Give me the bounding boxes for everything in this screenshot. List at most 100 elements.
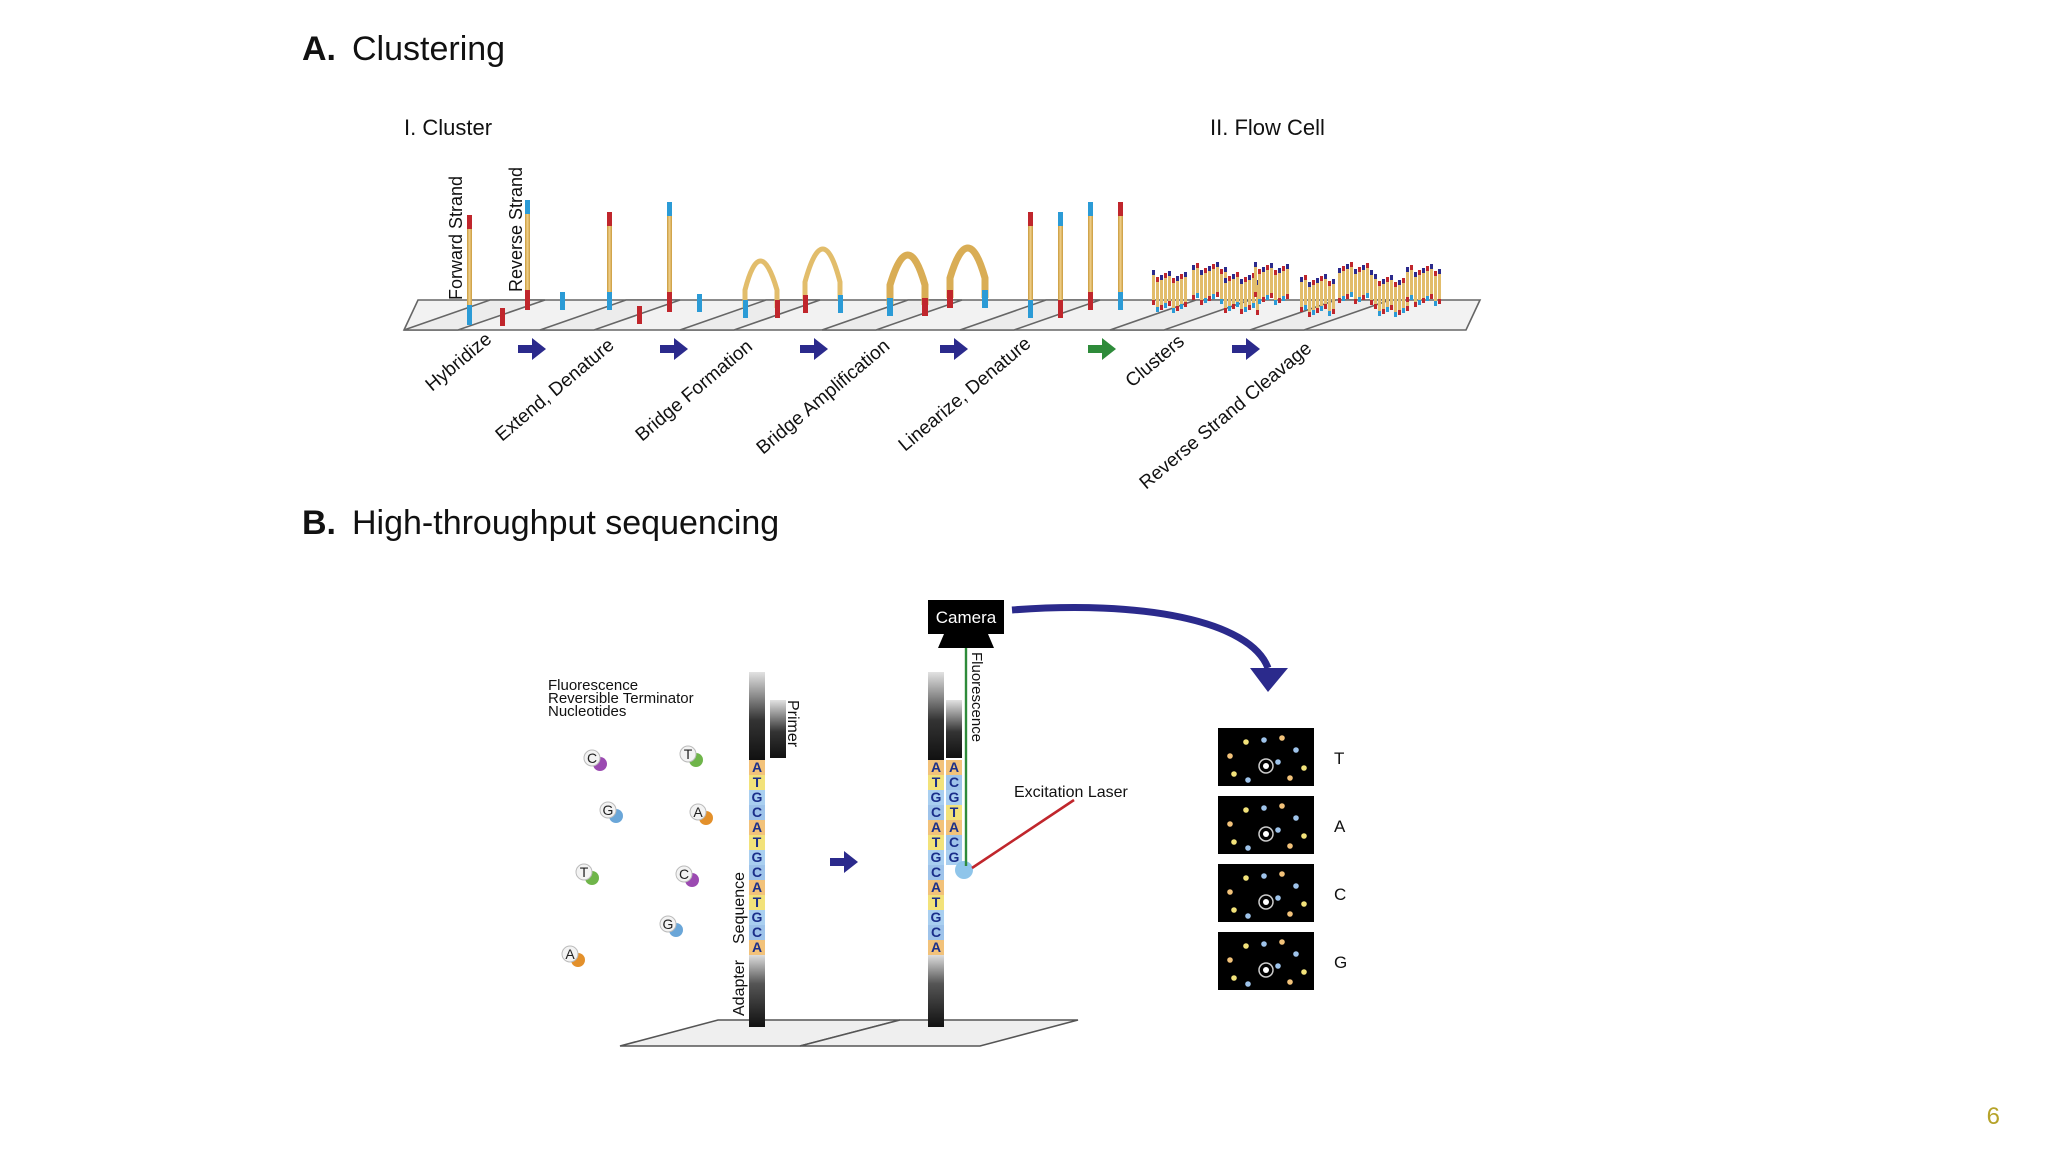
base-cell xyxy=(928,760,944,775)
base-cell xyxy=(928,775,944,790)
cluster-bundles xyxy=(1152,262,1441,317)
base-letter: G xyxy=(752,849,763,865)
nucleotide-letter: A xyxy=(565,946,575,962)
flow-cell-subheading: II. Flow Cell xyxy=(1210,115,1325,140)
fluorescence-image: T xyxy=(1218,728,1344,786)
base-cell xyxy=(928,820,944,835)
nucleotide: T xyxy=(575,863,599,885)
nucleotide-letter: A xyxy=(693,804,703,820)
nucleotides-label: Fluorescence Reversible Terminator Nucle… xyxy=(548,677,694,720)
base-cell xyxy=(749,760,765,775)
cluster-bundle xyxy=(1152,270,1187,313)
step-label: Bridge Amplification xyxy=(753,335,894,458)
cluster-bundle xyxy=(1192,262,1227,305)
base-letter: T xyxy=(932,774,941,790)
step-label: Clusters xyxy=(1122,331,1189,392)
fluorescence-image: A xyxy=(1218,796,1346,854)
section-a-title: A. Clustering xyxy=(302,30,505,68)
base-cell xyxy=(946,775,962,790)
right-arrow-icon xyxy=(660,338,688,360)
section-a-letter: A. xyxy=(302,30,336,68)
section-a-heading: Clustering xyxy=(352,30,505,68)
incorporated-dye xyxy=(955,861,973,879)
base-cell xyxy=(928,805,944,820)
pane xyxy=(539,299,681,331)
step-hybridize-strands xyxy=(467,200,530,326)
label-line: Reversible Terminator xyxy=(548,690,694,707)
right-arrow-icon xyxy=(1088,338,1116,360)
section-b-title: B. High-throughput sequencing xyxy=(302,504,779,542)
label-line: Nucleotides xyxy=(548,703,626,720)
base-cell xyxy=(749,820,765,835)
nucleotide: T xyxy=(679,745,703,767)
excitation-laser-label: Excitation Laser xyxy=(1014,784,1129,801)
base-letter: G xyxy=(949,849,960,865)
nucleotide: G xyxy=(599,801,623,823)
curved-arrow xyxy=(1011,603,1272,670)
base-cell xyxy=(928,910,944,925)
forward-strand-label: Forward Strand xyxy=(446,176,466,300)
base-cell xyxy=(946,790,962,805)
base-letter: T xyxy=(932,894,941,910)
image-base-label: T xyxy=(1334,749,1344,768)
camera-label: Camera xyxy=(936,608,997,627)
base-cell xyxy=(749,835,765,850)
excitation-laser-beam xyxy=(971,798,1075,870)
camera: Camera xyxy=(928,600,1004,648)
base-cell xyxy=(946,850,962,865)
step-label: Hybridize xyxy=(422,329,496,396)
step-bridge-formation xyxy=(742,246,843,318)
base-letter: G xyxy=(752,909,763,925)
step-arrows xyxy=(518,338,1260,360)
cluster-bundle xyxy=(1300,274,1335,317)
base-letter: A xyxy=(949,759,959,775)
base-cell xyxy=(749,880,765,895)
section-b-heading: High-throughput sequencing xyxy=(352,504,779,542)
nucleotide-letter: C xyxy=(587,750,597,766)
nucleotide: G xyxy=(659,915,683,937)
base-cell xyxy=(749,865,765,880)
step-linearize xyxy=(1028,202,1123,318)
step-label: Linearize, Denature xyxy=(895,333,1036,456)
base-cell xyxy=(749,940,765,955)
cluster-bundle xyxy=(1338,262,1373,305)
pane xyxy=(403,299,546,331)
step-label: Extend, Denature xyxy=(492,335,619,446)
base-cell xyxy=(928,850,944,865)
cluster-bundle xyxy=(1254,262,1289,305)
nucleotide: A xyxy=(689,803,713,825)
reverse-strand-label: Reverse Strand xyxy=(506,167,526,292)
cluster-bundle xyxy=(1224,272,1259,315)
base-letter: C xyxy=(949,774,959,790)
base-letter: A xyxy=(752,939,762,955)
base-letter: T xyxy=(753,774,762,790)
base-letter: G xyxy=(931,789,942,805)
nucleotide-letter: G xyxy=(603,802,614,818)
base-letter: C xyxy=(949,834,959,850)
base-letter: A xyxy=(931,819,941,835)
base-letter: A xyxy=(752,819,762,835)
pane xyxy=(679,299,821,331)
base-cell xyxy=(946,820,962,835)
base-cell xyxy=(749,805,765,820)
fluorescence-image: G xyxy=(1218,932,1347,990)
sequencing-floor xyxy=(619,1019,1079,1047)
nucleotide-letter: G xyxy=(663,916,674,932)
base-letter: C xyxy=(931,864,941,880)
right-arrow-icon xyxy=(1232,338,1260,360)
base-letter: G xyxy=(931,849,942,865)
fluorescence-image: C xyxy=(1218,864,1346,922)
base-cell xyxy=(928,835,944,850)
right-arrow-icon xyxy=(800,338,828,360)
flow-cell-surfaces xyxy=(402,299,1482,331)
step-label: Bridge Formation xyxy=(632,336,757,446)
image-base-label: G xyxy=(1334,953,1347,972)
base-letter: T xyxy=(932,834,941,850)
base-cell xyxy=(928,880,944,895)
base-letter: T xyxy=(950,804,959,820)
section-b-letter: B. xyxy=(302,504,336,542)
base-letter: T xyxy=(753,834,762,850)
